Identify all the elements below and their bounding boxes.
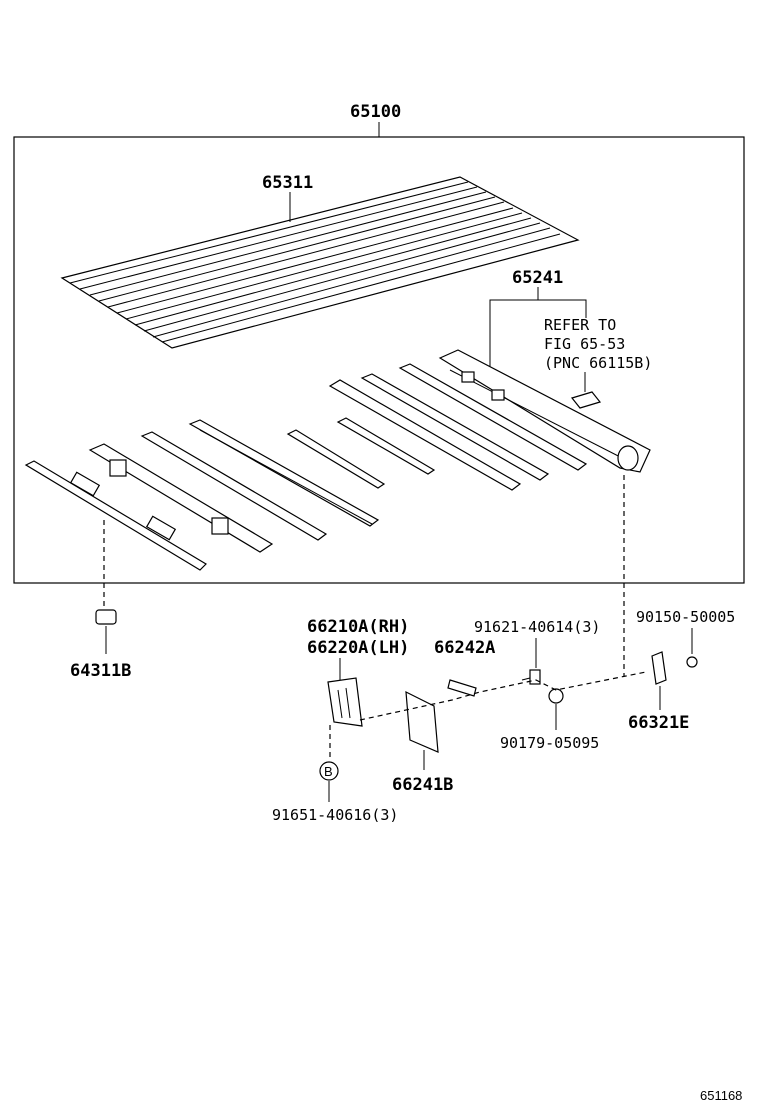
callout-b-letter: B bbox=[324, 764, 333, 779]
floor-panel-65311[interactable] bbox=[60, 176, 580, 349]
part-66321e[interactable] bbox=[651, 651, 667, 685]
part-66210a-hinge[interactable] bbox=[327, 677, 363, 727]
label-90150[interactable]: 90150-50005 bbox=[636, 608, 735, 626]
label-66242a[interactable]: 66242A bbox=[434, 638, 495, 658]
cross-member-4[interactable] bbox=[188, 419, 380, 527]
assembly-box bbox=[13, 136, 745, 584]
part-90150-bolt[interactable] bbox=[686, 656, 698, 668]
label-66321e[interactable]: 66321E bbox=[628, 713, 689, 733]
cross-member-2[interactable] bbox=[88, 443, 274, 553]
cross-member-3[interactable] bbox=[140, 431, 328, 541]
part-66241b[interactable] bbox=[405, 690, 439, 753]
cross-member-9[interactable] bbox=[398, 363, 588, 471]
label-66220a[interactable]: 66220A(LH) bbox=[307, 638, 409, 658]
cross-member-8[interactable] bbox=[360, 373, 550, 481]
label-64311b[interactable]: 64311B bbox=[70, 661, 131, 681]
label-65311[interactable]: 65311 bbox=[262, 173, 313, 193]
label-90179[interactable]: 90179-05095 bbox=[500, 734, 599, 752]
figure-id: 651168 bbox=[700, 1088, 742, 1103]
sill-65241[interactable] bbox=[438, 349, 651, 473]
part-90179-nut[interactable] bbox=[548, 688, 564, 704]
label-66210a[interactable]: 66210A(RH) bbox=[307, 617, 409, 637]
cross-member-7[interactable] bbox=[328, 379, 522, 491]
label-91651[interactable]: 91651-40616(3) bbox=[272, 806, 398, 824]
refer-line2: FIG 65-53 bbox=[544, 335, 625, 353]
part-91621-bolt[interactable] bbox=[521, 669, 541, 685]
cross-member-5[interactable] bbox=[286, 429, 386, 489]
bracket-66115b[interactable] bbox=[570, 391, 602, 409]
label-65241[interactable]: 65241 bbox=[512, 268, 563, 288]
part-66242a[interactable] bbox=[447, 679, 477, 697]
label-91621[interactable]: 91621-40614(3) bbox=[474, 618, 600, 636]
label-65100[interactable]: 65100 bbox=[350, 102, 401, 122]
callout-b[interactable] bbox=[319, 761, 339, 781]
label-66241b[interactable]: 66241B bbox=[392, 775, 453, 795]
cross-member-6[interactable] bbox=[336, 417, 436, 475]
refer-line3: (PNC 66115B) bbox=[544, 354, 652, 372]
cross-member-1[interactable] bbox=[24, 460, 207, 571]
part-64311b[interactable] bbox=[95, 609, 117, 625]
refer-line1: REFER TO bbox=[544, 316, 616, 334]
